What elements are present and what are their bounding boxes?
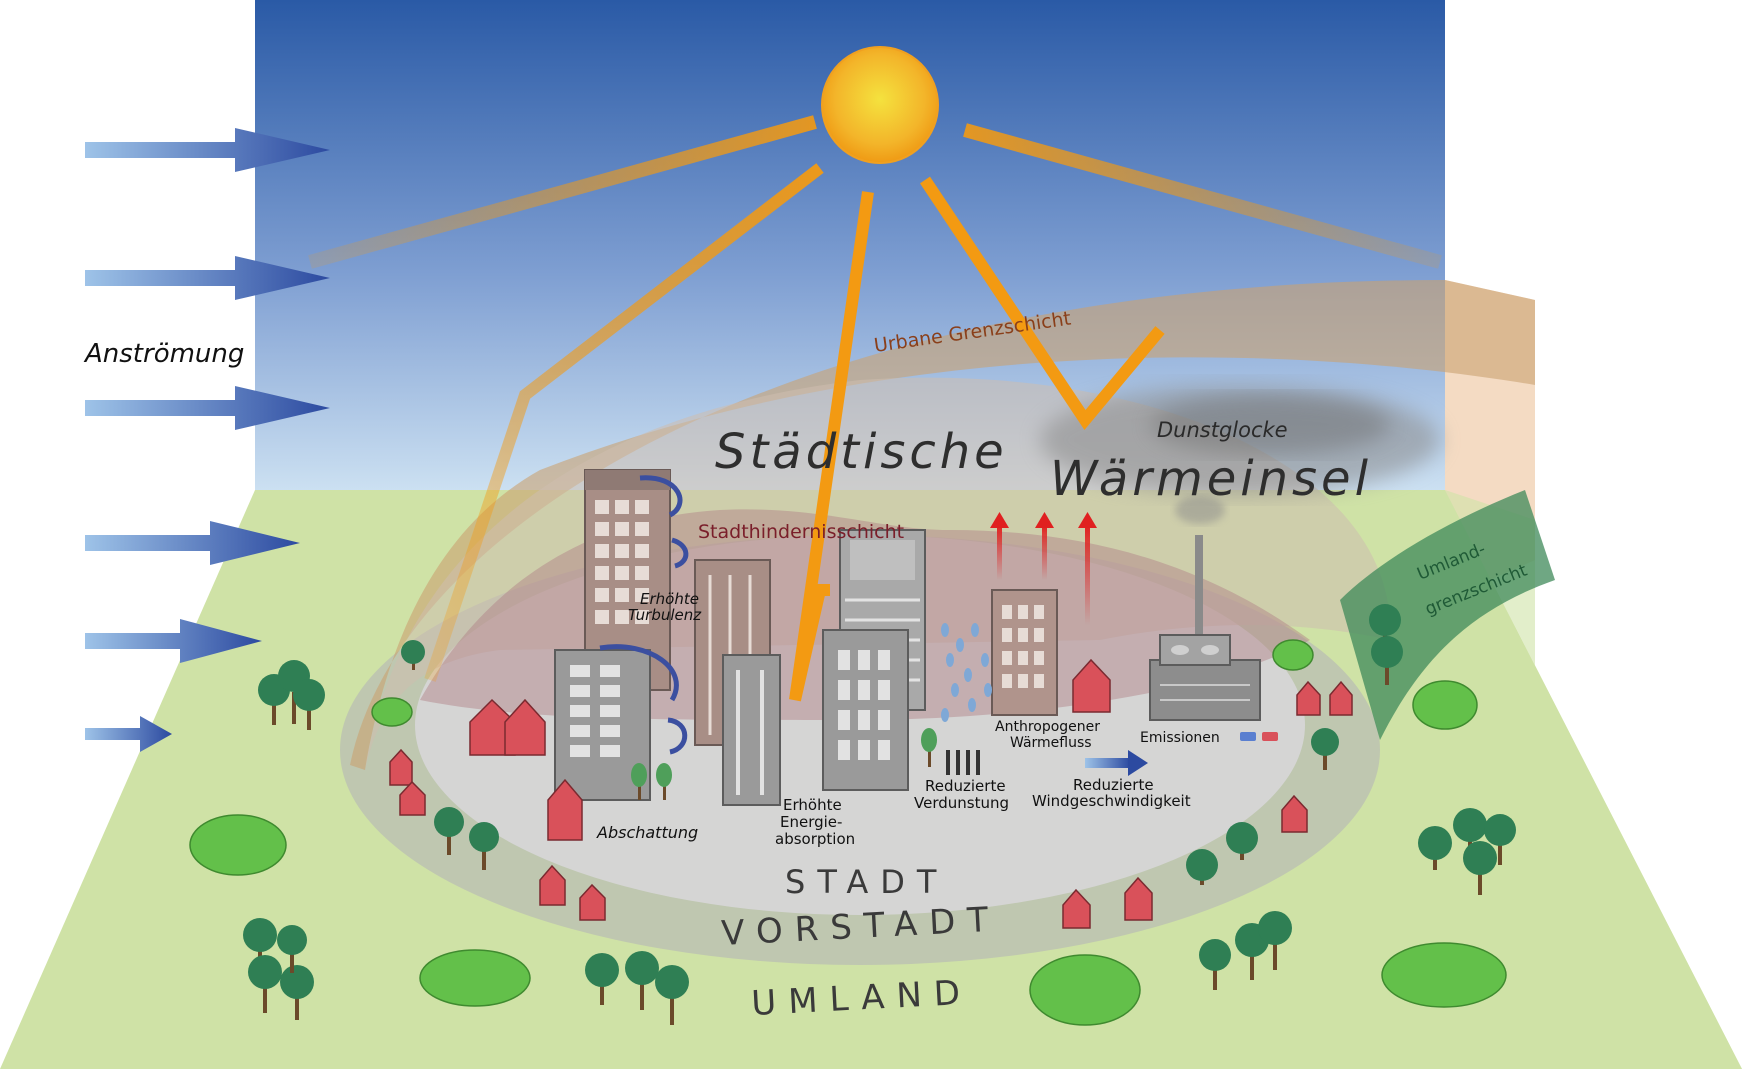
house-icon bbox=[389, 748, 413, 786]
tree-icon bbox=[1463, 841, 1497, 895]
tower-heat bbox=[991, 589, 1058, 716]
factory bbox=[1149, 535, 1261, 721]
swirl-icon bbox=[639, 475, 683, 518]
house-icon bbox=[504, 698, 546, 756]
tree-icon bbox=[1484, 814, 1516, 865]
sun-ray-right-long bbox=[963, 123, 1442, 269]
tree-icon bbox=[469, 822, 499, 870]
sun-rays bbox=[308, 115, 1442, 702]
swirl-icon bbox=[599, 644, 679, 702]
inflow-arrows bbox=[85, 128, 330, 752]
swirl-icon bbox=[667, 717, 688, 755]
inflow-arrow-2 bbox=[85, 256, 330, 300]
anthropogenic-label-line1: Anthropogener bbox=[995, 719, 1100, 735]
tree-icon bbox=[1258, 911, 1292, 970]
house-icon bbox=[1072, 658, 1111, 713]
inflow-label: Anströmung bbox=[83, 339, 244, 369]
energy-label-line1: Erhöhte bbox=[783, 796, 842, 814]
house-icon bbox=[579, 883, 606, 921]
tree-icon bbox=[1371, 636, 1403, 685]
tree-icon bbox=[401, 640, 425, 670]
rural-boundary-layer bbox=[1340, 490, 1555, 740]
tree-icon bbox=[585, 953, 619, 1005]
tree-icon bbox=[1199, 939, 1231, 990]
turbulence-label-line1: Erhöhte bbox=[640, 590, 699, 608]
bush-icon bbox=[1381, 942, 1507, 1008]
inflow-arrow-1 bbox=[85, 128, 330, 172]
shading-label: Abschattung bbox=[596, 823, 698, 842]
heat-island-title-line2: Wärmeinsel bbox=[1050, 451, 1372, 507]
house-icon bbox=[1296, 680, 1321, 716]
tree-icon bbox=[655, 965, 689, 1025]
tree-icon bbox=[1311, 728, 1339, 770]
bush-icon bbox=[1272, 639, 1314, 671]
swirl-icon bbox=[671, 537, 689, 569]
anthropogenic-label-line2: Wärmefluss bbox=[1010, 735, 1092, 751]
bush-icon bbox=[189, 814, 287, 876]
tree-icon bbox=[434, 807, 464, 855]
turbulence-icons bbox=[599, 475, 689, 755]
house-icon bbox=[1281, 794, 1308, 833]
wind-label-line1: Reduzierte bbox=[1073, 776, 1154, 794]
emissions-label: Emissionen bbox=[1140, 730, 1220, 746]
sun-ray-left-down bbox=[424, 163, 824, 682]
urban-boundary-layer bbox=[350, 280, 1535, 770]
drain-grate bbox=[946, 750, 980, 775]
tree-icon bbox=[1226, 822, 1258, 860]
tree-icon bbox=[293, 679, 325, 730]
tree-icon bbox=[625, 951, 659, 1010]
tree-icon bbox=[280, 965, 314, 1020]
tower-grey-right bbox=[822, 529, 926, 791]
wind-label-line2: Windgeschwindigkeit bbox=[1032, 792, 1191, 810]
evaporation-label-line2: Verdunstung bbox=[914, 794, 1009, 812]
sun-ray-left-long bbox=[308, 115, 817, 269]
inflow-arrow-5 bbox=[85, 619, 262, 663]
haze-dome-label: Dunstglocke bbox=[1157, 418, 1288, 442]
house-icon bbox=[547, 778, 583, 841]
sun-icon bbox=[821, 46, 939, 164]
bush-icon bbox=[1029, 954, 1141, 1026]
haze-dome-core bbox=[1150, 395, 1390, 455]
house-icon bbox=[1329, 680, 1353, 716]
tree-icon bbox=[656, 763, 672, 800]
sun-ray-center bbox=[789, 191, 874, 702]
tree-icon bbox=[248, 955, 282, 1013]
tree-icon bbox=[1186, 849, 1218, 885]
energy-label-line3: absorption bbox=[775, 830, 855, 848]
zone-city-label: STADT bbox=[785, 863, 948, 901]
inflow-arrow-4 bbox=[85, 521, 300, 565]
evaporation-label-line1: Reduzierte bbox=[925, 777, 1006, 795]
houses bbox=[389, 658, 1353, 929]
tree-icon bbox=[921, 728, 937, 767]
house-icon bbox=[1124, 876, 1153, 921]
tree-icon bbox=[631, 763, 647, 800]
trees bbox=[243, 604, 1516, 1025]
bush-icon bbox=[1412, 680, 1478, 730]
inflow-arrow-6 bbox=[85, 716, 172, 752]
bush-icon bbox=[371, 697, 413, 727]
tree-icon bbox=[1369, 604, 1401, 650]
tree-icon bbox=[277, 925, 307, 973]
turbulence-label-line2: Turbulenz bbox=[628, 606, 702, 624]
ground-right-edge bbox=[1445, 490, 1742, 1069]
inflow-arrow-3 bbox=[85, 386, 330, 430]
house-icon bbox=[539, 864, 566, 906]
tree-icon bbox=[1418, 826, 1452, 870]
house-icon bbox=[399, 780, 426, 816]
house-icon bbox=[1062, 888, 1091, 929]
heat-island-title-line1: Städtische bbox=[715, 424, 1008, 480]
energy-label-line2: Energie- bbox=[780, 813, 842, 831]
canopy-layer-label: Stadthindernisschicht bbox=[698, 521, 904, 543]
bush-icon bbox=[419, 949, 531, 1007]
rain-drops bbox=[941, 623, 992, 722]
car-icons bbox=[1240, 732, 1278, 741]
reduced-wind-arrow bbox=[1085, 750, 1148, 776]
city-buildings bbox=[554, 469, 1261, 806]
tower-grey-center bbox=[722, 654, 781, 806]
bushes bbox=[189, 639, 1507, 1026]
factory-smoke bbox=[1175, 496, 1225, 524]
sun-ray-right-down bbox=[920, 176, 1165, 431]
heat-flux-arrows bbox=[990, 512, 1097, 625]
